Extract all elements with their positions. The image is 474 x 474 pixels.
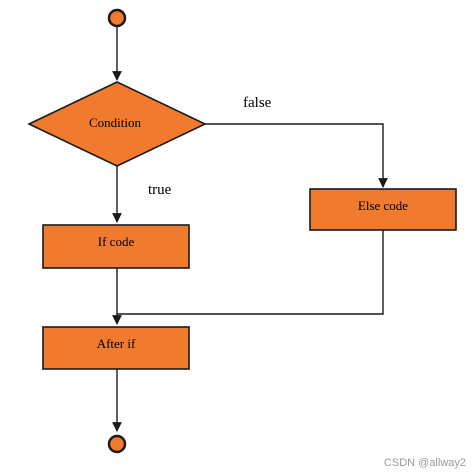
if-code-box [42, 224, 190, 269]
edges [112, 26, 388, 432]
else-code-label: Else code [358, 198, 408, 213]
if-code-label: If code [98, 234, 135, 249]
edge-condition-to-else [205, 123, 388, 188]
else-code-box [309, 188, 457, 231]
true-label: true [148, 182, 172, 198]
condition-diamond [27, 81, 207, 167]
condition-label: Condition [89, 115, 142, 130]
edge-else-to-merge [117, 230, 384, 315]
end-terminal [107, 434, 127, 454]
start-terminal [107, 8, 127, 28]
after-if-box [42, 326, 190, 370]
watermark: CSDN @allway2 [383, 457, 466, 469]
false-label: false [243, 95, 272, 111]
after-if-label: After if [97, 336, 136, 351]
